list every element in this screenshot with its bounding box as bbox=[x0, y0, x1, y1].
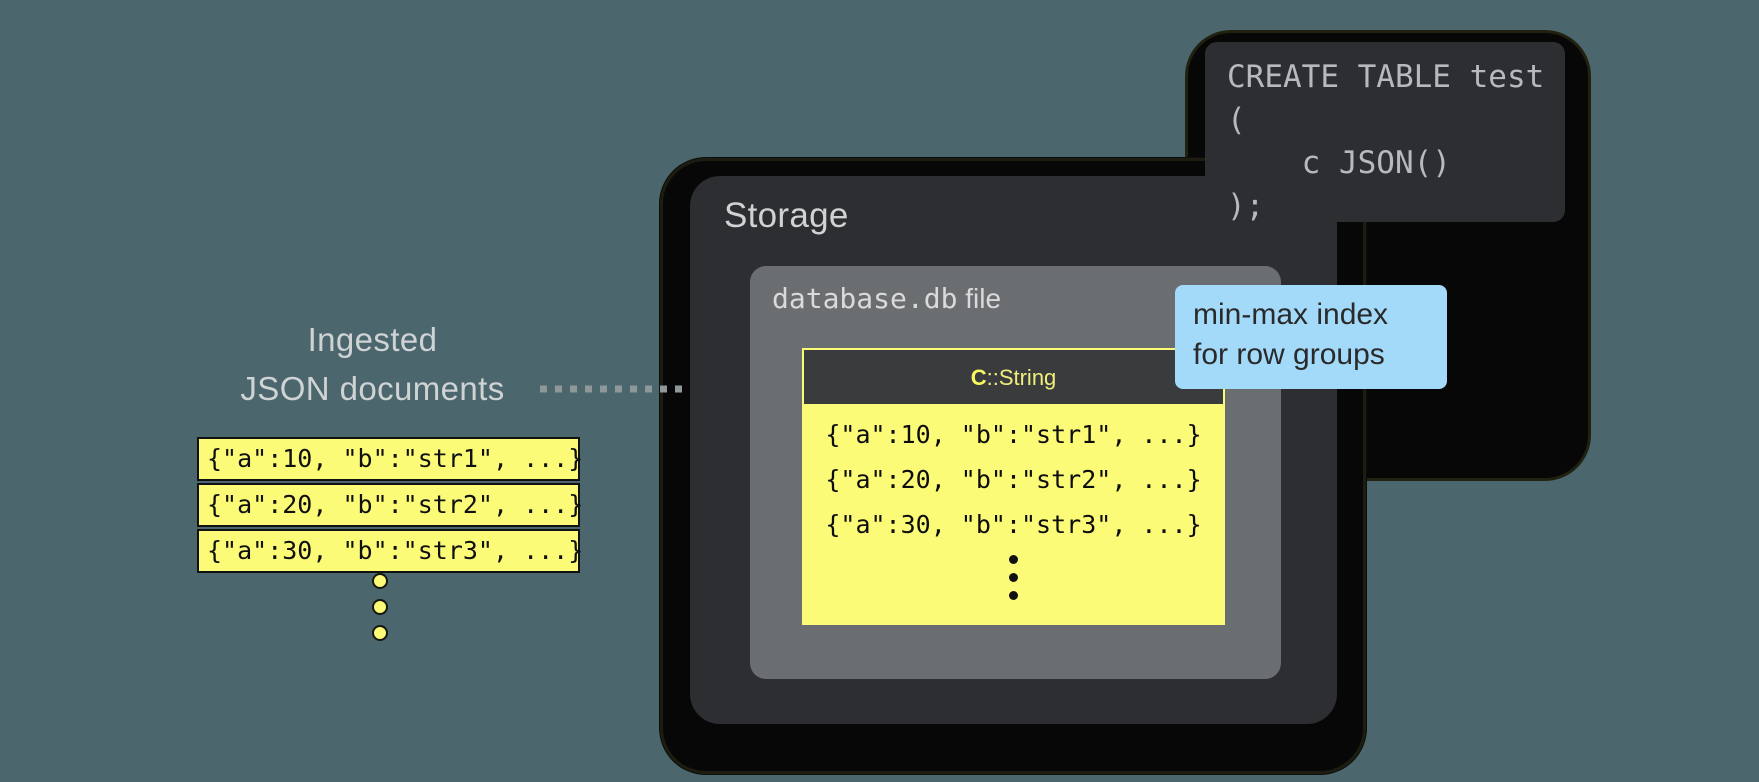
database-file-suffix: file bbox=[957, 283, 1002, 314]
database-file-title: database.db file bbox=[772, 282, 1001, 316]
storage-title: Storage bbox=[724, 196, 849, 235]
minmax-index-callout: min-max index for row groups bbox=[1175, 285, 1447, 389]
column-row: {"a":30, "b":"str3", ...} bbox=[825, 510, 1202, 539]
ingested-document-row: {"a":20, "b":"str2", ...} bbox=[197, 483, 583, 527]
vertical-ellipsis-icon bbox=[368, 573, 392, 651]
column-name: C bbox=[970, 365, 987, 390]
column-type-label: C::String bbox=[971, 365, 1057, 390]
column-type: ::String bbox=[986, 365, 1057, 390]
sql-code: CREATE TABLE test ( c JSON() ); bbox=[1227, 59, 1545, 224]
column-row: {"a":10, "b":"str1", ...} bbox=[825, 420, 1202, 449]
column-table: C::String {"a":10, "b":"str1", ...} {"a"… bbox=[802, 348, 1225, 625]
sql-create-table-callout: CREATE TABLE test ( c JSON() ); bbox=[1205, 42, 1565, 224]
vertical-ellipsis-icon bbox=[1004, 555, 1024, 600]
ingested-document-row: {"a":30, "b":"str3", ...} bbox=[197, 529, 583, 573]
column-row: {"a":20, "b":"str2", ...} bbox=[825, 465, 1202, 494]
ingested-document-row: {"a":10, "b":"str1", ...} bbox=[197, 437, 583, 481]
column-header: C::String bbox=[802, 348, 1225, 406]
ingested-documents-label: Ingested JSON documents bbox=[240, 321, 505, 407]
database-file-name: database.db bbox=[772, 282, 958, 315]
column-body: {"a":10, "b":"str1", ...} {"a":20, "b":"… bbox=[802, 406, 1225, 625]
